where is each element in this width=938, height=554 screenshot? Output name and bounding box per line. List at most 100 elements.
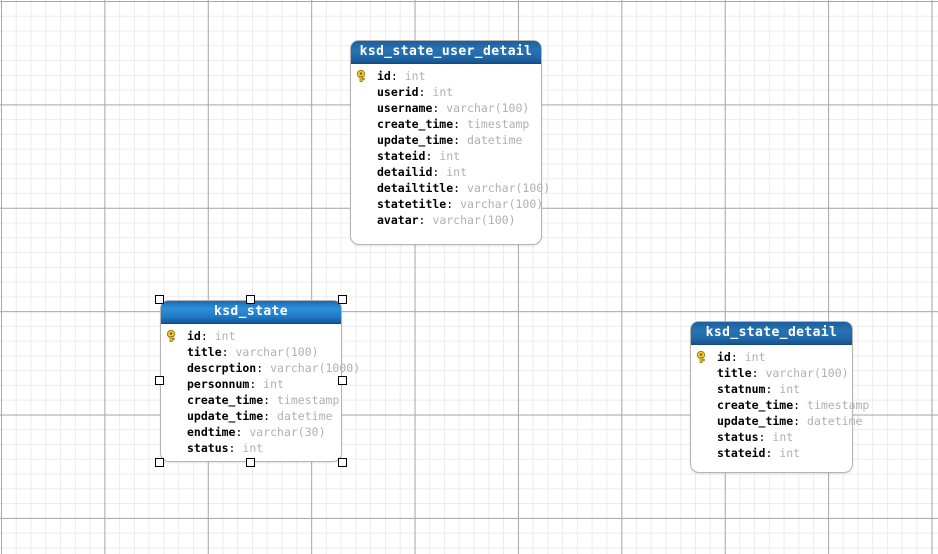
entity-field-row[interactable]: id: int	[351, 68, 541, 84]
resize-handle-bottom-center[interactable]	[246, 458, 255, 467]
field-type: int	[446, 165, 468, 179]
resize-handle-top-right[interactable]	[338, 295, 347, 304]
entity-field-row[interactable]: title: varchar(100)	[691, 365, 852, 381]
field-separator: :	[200, 329, 215, 343]
primary-key-icon	[356, 69, 370, 82]
entity-field-row[interactable]: personnum: int	[161, 376, 341, 392]
entity-header-ksd_state[interactable]: ksd_state	[161, 301, 341, 324]
field-separator: :	[221, 345, 236, 359]
entity-field-row[interactable]: id: int	[161, 328, 341, 344]
field-separator: :	[730, 350, 745, 364]
entity-header-ksd_state_user_detail[interactable]: ksd_state_user_detail	[351, 41, 541, 64]
field-name: create_time	[717, 398, 794, 412]
entity-field-row[interactable]: create_time: timestamp	[691, 397, 869, 413]
field-separator: :	[432, 165, 447, 179]
field-type: varchar(100)	[446, 101, 530, 115]
entity-field-row[interactable]: title: varchar(100)	[161, 344, 341, 360]
field-type: varchar(100)	[432, 213, 516, 227]
field-name: title	[717, 366, 752, 380]
entity-field-row[interactable]: statetitle: varchar(100)	[351, 196, 544, 212]
field-type: varchar(100)	[765, 366, 849, 380]
field-separator: :	[765, 446, 780, 460]
primary-key-icon	[166, 329, 180, 342]
field-separator: :	[751, 366, 766, 380]
field-name: statnum	[717, 382, 766, 396]
entity-field-row[interactable]: id: int	[691, 349, 852, 365]
resize-handle-top-center[interactable]	[246, 295, 255, 304]
resize-handle-top-left[interactable]	[155, 295, 164, 304]
field-type: varchar(100)	[235, 345, 319, 359]
field-type: datetime	[807, 414, 863, 428]
field-separator: :	[453, 117, 468, 131]
entity-field-row[interactable]: status: int	[161, 440, 341, 456]
resize-handle-bottom-right[interactable]	[338, 458, 347, 467]
field-type: int	[772, 430, 794, 444]
field-separator: :	[765, 382, 780, 396]
field-separator: :	[793, 398, 808, 412]
entity-field-row[interactable]: create_time: timestamp	[161, 392, 341, 408]
field-separator: :	[425, 149, 440, 163]
field-name: update_time	[717, 414, 794, 428]
field-name: personnum	[187, 377, 250, 391]
field-separator: :	[453, 181, 468, 195]
entity-field-row[interactable]: detailid: int	[351, 164, 541, 180]
field-type: int	[779, 382, 801, 396]
field-separator: :	[418, 85, 433, 99]
field-separator: :	[235, 425, 250, 439]
field-type: int	[439, 149, 461, 163]
field-name: detailid	[377, 165, 433, 179]
entity-field-row[interactable]: stateid: int	[351, 148, 541, 164]
field-type: int	[242, 441, 264, 455]
field-type: varchar(100)	[460, 197, 544, 211]
field-type: varchar(1000)	[270, 361, 361, 375]
field-type: int	[779, 446, 801, 460]
field-name: update_time	[377, 133, 454, 147]
field-name: endtime	[187, 425, 236, 439]
field-name: create_time	[187, 393, 264, 407]
field-name: avatar	[377, 213, 419, 227]
resize-handle-middle-right[interactable]	[338, 376, 347, 385]
entity-field-row[interactable]: userid: int	[351, 84, 541, 100]
entity-field-row[interactable]: avatar: varchar(100)	[351, 212, 541, 228]
field-type: timestamp	[807, 398, 870, 412]
resize-handle-middle-left[interactable]	[155, 376, 164, 385]
entity-field-row[interactable]: descrption: varchar(1000)	[161, 360, 360, 376]
field-type: datetime	[277, 409, 333, 423]
entity-field-row[interactable]: create_time: timestamp	[351, 116, 541, 132]
field-separator: :	[263, 409, 278, 423]
field-name: create_time	[377, 117, 454, 131]
entity-field-row[interactable]: username: varchar(100)	[351, 100, 541, 116]
field-separator: :	[758, 430, 773, 444]
field-separator: :	[446, 197, 461, 211]
field-type: timestamp	[467, 117, 530, 131]
field-name: detailtitle	[377, 181, 454, 195]
field-separator: :	[453, 133, 468, 147]
field-type: timestamp	[277, 393, 340, 407]
entity-field-row[interactable]: update_time: datetime	[691, 413, 862, 429]
field-name: id	[187, 329, 201, 343]
entity-field-row[interactable]: detailtitle: varchar(100)	[351, 180, 550, 196]
entity-field-row[interactable]: stateid: int	[691, 445, 852, 461]
resize-handle-bottom-left[interactable]	[155, 458, 164, 467]
field-name: id	[377, 69, 391, 83]
entity-field-row[interactable]: update_time: datetime	[161, 408, 341, 424]
entity-field-row[interactable]: update_time: datetime	[351, 132, 541, 148]
field-type: int	[744, 350, 766, 364]
field-separator: :	[432, 101, 447, 115]
field-name: descrption	[187, 361, 257, 375]
entity-header-ksd_state_detail[interactable]: ksd_state_detail	[691, 322, 852, 345]
entity-field-row[interactable]: status: int	[691, 429, 852, 445]
entity-field-row[interactable]: statnum: int	[691, 381, 852, 397]
field-name: stateid	[717, 446, 766, 460]
field-name: statetitle	[377, 197, 447, 211]
entity-field-row[interactable]: endtime: varchar(30)	[161, 424, 341, 440]
field-name: status	[717, 430, 759, 444]
field-name: status	[187, 441, 229, 455]
